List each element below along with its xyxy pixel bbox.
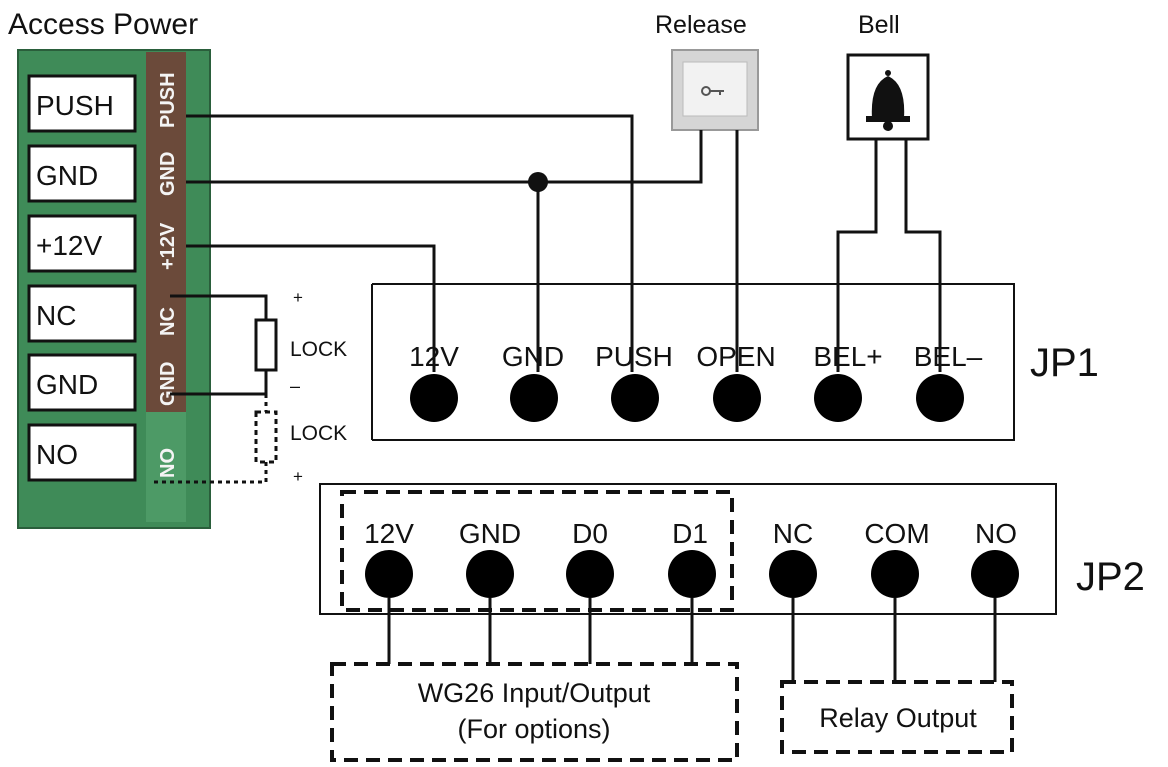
lock-resistor-optional (254, 410, 278, 464)
jp1-frame (372, 283, 1015, 441)
strip-label: GND (157, 152, 179, 196)
access-power-terminal-block: PUSH GND +12V NC GND NO PUSH GND +12V NC… (17, 49, 211, 529)
jp1-pin-label: PUSH (595, 341, 673, 372)
jp2-pin (971, 550, 1019, 598)
lock-label-lower: LOCK (290, 422, 347, 445)
jp1-pin-label: OPEN (696, 341, 775, 372)
jp2-pin (365, 550, 413, 598)
jp2-frame (319, 483, 1057, 615)
jp1-pin (713, 374, 761, 422)
power-wires (186, 114, 942, 372)
relay-output-box: Relay Output (780, 680, 1014, 754)
bell-device: Bell (846, 11, 930, 141)
jp1-pin (916, 374, 964, 422)
bell-minus-wire (904, 139, 942, 372)
jp2-pin-label: 12V (364, 518, 414, 549)
terminal-label: NC (36, 300, 76, 331)
strip-label: +12V (157, 222, 179, 270)
strip-label: PUSH (157, 72, 179, 128)
lock-wiring: + LOCK – LOCK + (150, 288, 347, 486)
release-button-device: Release (655, 11, 759, 131)
terminal-12v (27, 214, 137, 273)
power-12v-wire (186, 244, 436, 372)
terminal-push (27, 74, 137, 133)
jp1-pin-label: BEL+ (813, 341, 882, 372)
terminal-label: +12V (36, 230, 102, 261)
terminal-strip (146, 52, 186, 412)
bell-label: Bell (858, 11, 900, 39)
lock-minus: – (290, 376, 300, 396)
strip-label: NO (157, 448, 179, 478)
jp1-pin-label: BEL– (914, 341, 983, 372)
strip-label: NC (157, 307, 179, 336)
wg26-subtitle: (For options) (457, 714, 610, 744)
jp2-pin (769, 550, 817, 598)
relay-frame (780, 680, 1014, 754)
jp2-pin-label: NC (773, 518, 813, 549)
wg26-pin-group (340, 490, 734, 612)
lock-plus-top: + (293, 288, 303, 307)
strip-label: GND (157, 362, 179, 406)
jp1-pin (814, 374, 862, 422)
jp1-pin-label: 12V (409, 341, 459, 372)
bell-plus-wire (836, 139, 878, 372)
jp2-pin-label: D1 (672, 518, 708, 549)
lock-plus-bottom: + (293, 467, 303, 486)
jp2-pin (871, 550, 919, 598)
bell-icon (866, 70, 910, 131)
release-label: Release (655, 11, 747, 39)
lock-resistor (254, 318, 278, 372)
jp2-pin-label: D0 (572, 518, 608, 549)
lock-label-upper: LOCK (290, 338, 347, 361)
push-wire (186, 114, 634, 372)
wg26-box: WG26 Input/Output (For options) (330, 662, 739, 762)
jp1-name: JP1 (1030, 341, 1099, 385)
jp2-pin-label: COM (864, 518, 929, 549)
jp1-pin-label: GND (502, 341, 564, 372)
terminal-label: GND (36, 369, 98, 400)
jp1-pin (410, 374, 458, 422)
jp1-pin (611, 374, 659, 422)
wg26-frame (330, 662, 739, 762)
jp2-pin (668, 550, 716, 598)
junction-dot (528, 172, 548, 192)
lock-nc-wire (170, 294, 268, 320)
gnd-release-wire (186, 130, 703, 184)
terminal-label: GND (36, 160, 98, 191)
relay-label: Relay Output (819, 703, 977, 733)
lock-no-wire (150, 462, 268, 484)
terminal-gnd-2 (27, 353, 137, 412)
terminal-no (27, 423, 137, 482)
jp2-pin (566, 550, 614, 598)
jp2-pin (466, 550, 514, 598)
jp2-pin-label: NO (975, 518, 1017, 549)
jp2-name: JP2 (1076, 555, 1145, 599)
key-icon (701, 86, 724, 96)
terminal-label: PUSH (36, 90, 114, 121)
jp2-pin-label: GND (459, 518, 521, 549)
jp2-connector: JP2 12V GND D0 D1 NC COM NO (319, 483, 1145, 682)
diagram-title: Access Power (8, 8, 198, 41)
jp1-pin (510, 374, 558, 422)
jp1-connector: JP1 12V GND PUSH OPEN BEL+ BEL– (371, 283, 1099, 441)
wg26-title: WG26 Input/Output (418, 678, 651, 708)
terminal-nc (27, 284, 137, 343)
terminal-gnd-1 (27, 144, 137, 203)
terminal-label: NO (36, 439, 78, 470)
